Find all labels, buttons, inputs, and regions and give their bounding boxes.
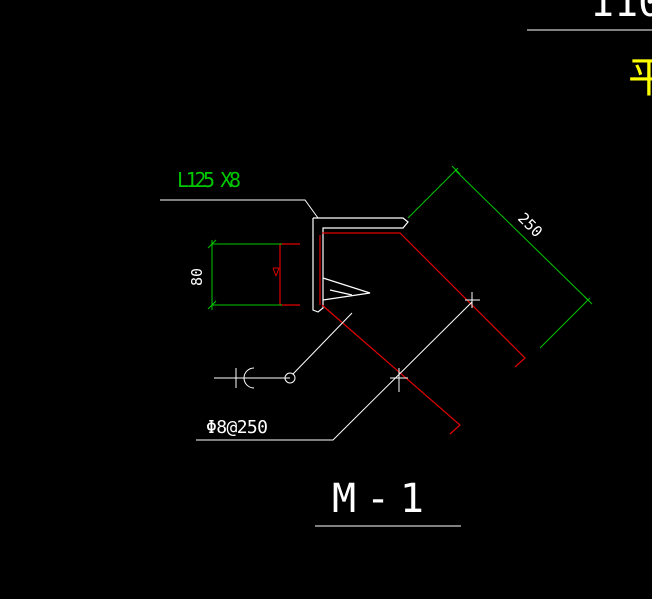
dimension-250-label: 250 xyxy=(514,209,546,241)
dimension-80 xyxy=(207,239,282,310)
top-right-char: 平 xyxy=(628,53,652,102)
rebar-spec-label: Φ8@250 xyxy=(206,417,268,438)
rebar-end-symbol xyxy=(214,312,353,389)
dimension-250 xyxy=(407,165,593,349)
angle-steel-label: L125 X8 xyxy=(177,168,241,192)
rebar-spec-leader xyxy=(196,301,473,441)
angle-leader-line xyxy=(160,199,319,219)
rebar-cross-marks xyxy=(390,292,480,392)
angle-steel-section xyxy=(312,217,409,313)
detail-title: M - 1 xyxy=(332,476,424,522)
top-right-text: 1100 xyxy=(590,0,652,26)
anchor-rebar xyxy=(279,232,526,435)
dimension-80-label: 80 xyxy=(188,268,206,286)
weld-marker xyxy=(272,267,280,277)
